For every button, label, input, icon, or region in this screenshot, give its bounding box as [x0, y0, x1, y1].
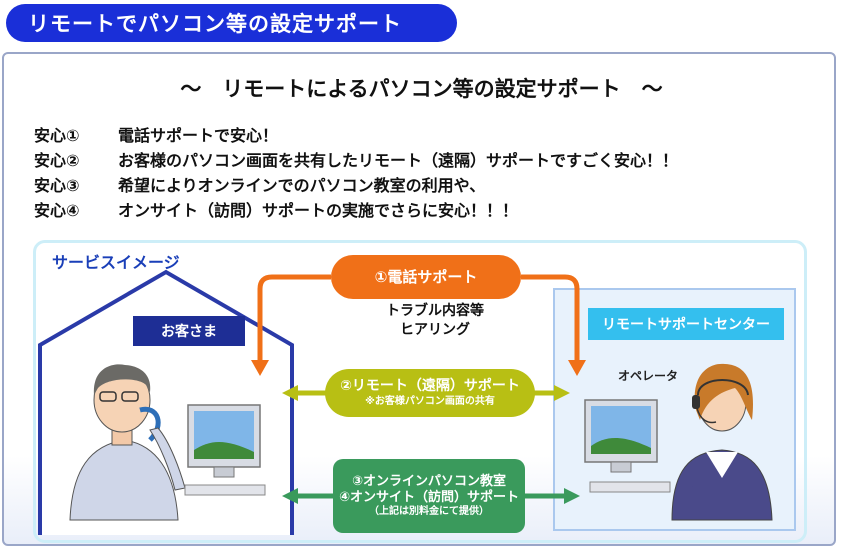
assurance-key: 安心② — [34, 151, 80, 170]
online-onsite-badge: ③オンラインパソコン教室 ④オンサイト（訪問）サポート （上記は別料金にて提供） — [333, 459, 525, 533]
operator-person-illustration — [671, 363, 773, 521]
support-center-label: リモートサポートセンター — [588, 308, 784, 340]
service-image-label: サービスイメージ — [52, 253, 180, 272]
hearing-line-1: トラブル内容等 — [386, 303, 484, 319]
assurance-1: 安心① 電話サポートで安心！ — [34, 122, 278, 146]
panel-subtitle: ～ リモートによるパソコン等の設定サポート ～ — [180, 77, 663, 101]
assurance-text: お客様のパソコン画面を共有したリモート（遠隔）サポートですごく安心！！ — [118, 151, 679, 170]
phone-support-text: ①電話サポート — [374, 267, 478, 286]
phone-support-arrow — [251, 274, 586, 376]
assurance-4: 安心④ オンサイト（訪問）サポートの実施でさらに安心！！！ — [34, 197, 518, 221]
assurance-key: 安心④ — [34, 201, 80, 220]
page-title: リモートでパソコン等の設定サポート — [6, 4, 457, 42]
assurance-key: 安心③ — [34, 176, 80, 195]
assurance-text: 電話サポートで安心！ — [118, 126, 279, 145]
remote-support-text: ②リモート（遠隔）サポート — [340, 378, 520, 394]
customer-person-illustration — [69, 364, 186, 521]
phone-support-badge: ①電話サポート — [331, 255, 521, 299]
hearing-line-2: ヒアリング — [400, 321, 470, 338]
assurance-key: 安心① — [34, 126, 80, 145]
assurance-2: 安心② お客様のパソコン画面を共有したリモート（遠隔）サポートですごく安心！！ — [34, 147, 678, 171]
assurance-text: オンサイト（訪問）サポートの実施でさらに安心！！！ — [118, 201, 519, 220]
remote-support-badge: ②リモート（遠隔）サポート ※お客様パソコン画面の共有 — [325, 369, 535, 417]
operator-computer-icon — [584, 399, 671, 493]
online-class-text: ③オンラインパソコン教室 — [351, 473, 506, 489]
service-image-frame — [33, 240, 807, 543]
customer-label: お客さま — [133, 316, 245, 346]
assurance-3: 安心③ 希望によりオンラインでのパソコン教室の利用や、 — [34, 172, 485, 196]
remote-support-note: ※お客様パソコン画面の共有 — [365, 395, 495, 407]
extra-fee-note: （上記は別料金にて提供） — [369, 506, 489, 517]
customer-computer-icon — [184, 404, 266, 496]
assurance-text: 希望によりオンラインでのパソコン教室の利用や、 — [118, 176, 486, 195]
onsite-support-text: ④オンサイト（訪問）サポート — [338, 489, 519, 505]
hearing-note: トラブル内容等 ヒアリング — [350, 302, 520, 340]
operator-label: オペレータ — [618, 369, 679, 383]
